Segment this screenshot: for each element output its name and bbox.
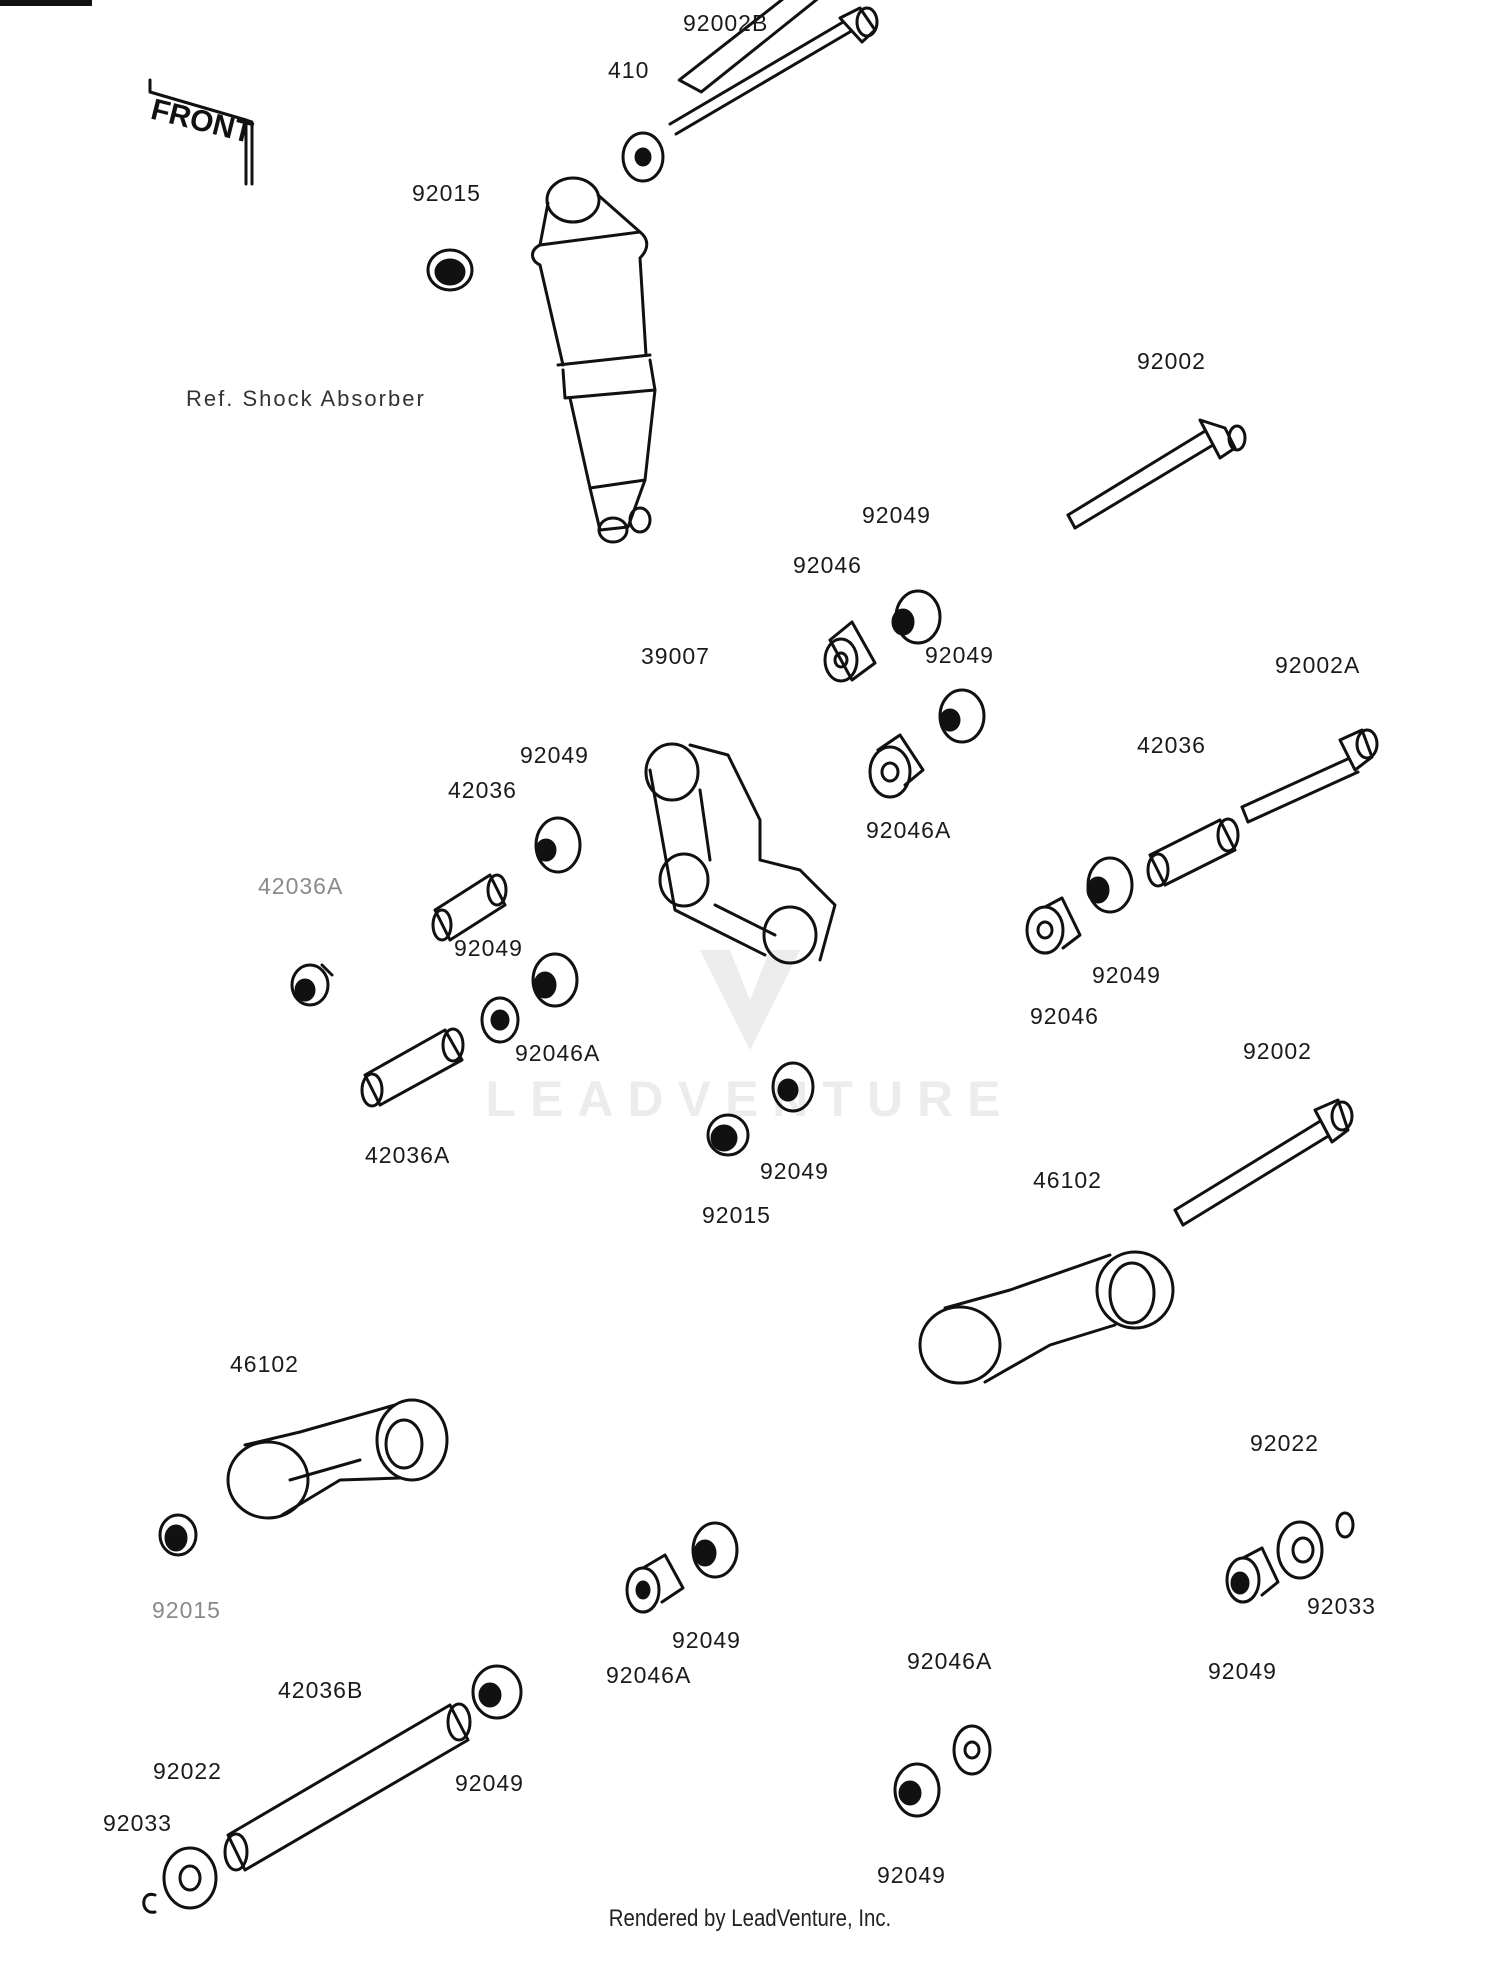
label-39007: 39007 xyxy=(641,643,710,669)
label-42036B: 42036B xyxy=(278,1677,364,1703)
washer-410 xyxy=(621,131,665,183)
nut-92015-top xyxy=(426,248,474,292)
bolt-92002B xyxy=(668,0,879,136)
bolt-92002-upper xyxy=(1066,418,1247,530)
label-42036-right: 42036 xyxy=(1137,732,1206,758)
label-92046A-b: 92046A xyxy=(515,1040,601,1066)
label-92002B: 92002B xyxy=(683,10,769,36)
washer-bottom-left xyxy=(142,1846,218,1914)
label-92049-j: 92049 xyxy=(877,1862,946,1888)
tie-rod-46102-right xyxy=(918,1250,1175,1385)
nut-92015-bottom xyxy=(158,1513,198,1557)
label-92046A-a: 92046A xyxy=(866,817,952,843)
label-92015-top: 92015 xyxy=(412,180,481,206)
watermark-text: LEADVENTURE xyxy=(485,1071,1015,1127)
label-92002A: 92002A xyxy=(1275,652,1361,678)
bushings-right-mid xyxy=(1025,856,1134,955)
washer-42036B-end xyxy=(471,1664,523,1720)
label-92033-left: 92033 xyxy=(103,1810,172,1836)
collar-42036-right xyxy=(1146,817,1240,888)
link-39007 xyxy=(644,742,837,965)
label-92049-c: 92049 xyxy=(520,742,589,768)
bolt-92002A xyxy=(1240,728,1379,824)
label-46102-left: 46102 xyxy=(230,1351,299,1377)
bushings-left xyxy=(480,816,582,1044)
nut-92015-mid xyxy=(706,1061,815,1157)
collar-42036B xyxy=(223,1702,472,1872)
washers-bottom-right xyxy=(1225,1511,1355,1604)
label-42036A-top: 42036A xyxy=(258,873,344,899)
bushings-upper xyxy=(823,589,986,799)
label-92002-mid: 92002 xyxy=(1243,1038,1312,1064)
label-410: 410 xyxy=(608,57,650,83)
label-92022-left: 92022 xyxy=(153,1758,222,1784)
shock-absorber-caption: Ref. Shock Absorber xyxy=(186,386,426,411)
label-92049-g: 92049 xyxy=(672,1627,741,1653)
label-92046A-c: 92046A xyxy=(907,1648,993,1674)
label-92046-a: 92046 xyxy=(793,552,862,578)
shock-absorber xyxy=(531,176,657,544)
label-42036-left: 42036 xyxy=(448,777,517,803)
label-92046A-d: 92046A xyxy=(606,1662,692,1688)
label-46102-right: 46102 xyxy=(1033,1167,1102,1193)
collar-42036-left xyxy=(431,873,508,942)
label-92046-b: 92046 xyxy=(1030,1003,1099,1029)
label-92049-i: 92049 xyxy=(455,1770,524,1796)
front-direction-tag xyxy=(148,78,254,186)
label-92002-top: 92002 xyxy=(1137,348,1206,374)
bolt-92002-mid xyxy=(1173,1098,1354,1227)
label-92049-f: 92049 xyxy=(760,1158,829,1184)
snap-ring-left xyxy=(290,963,334,1007)
bushings-bottom-middle xyxy=(625,1521,739,1614)
bushings-bottom-center xyxy=(893,1724,992,1818)
label-92049-e: 92049 xyxy=(1092,962,1161,988)
label-92033-right: 92033 xyxy=(1307,1593,1376,1619)
label-92049-b: 92049 xyxy=(925,642,994,668)
footer-credit: Rendered by LeadVenture, Inc. xyxy=(608,1905,892,1932)
label-92022-right: 92022 xyxy=(1250,1430,1319,1456)
label-92049-h: 92049 xyxy=(1208,1658,1277,1684)
corner-mark xyxy=(0,0,92,6)
label-92015-bottom: 92015 xyxy=(152,1597,221,1623)
label-92049-a: 92049 xyxy=(862,502,931,528)
label-42036A-bot: 42036A xyxy=(365,1142,451,1168)
collar-42036A-left xyxy=(360,1027,465,1108)
label-92049-d: 92049 xyxy=(454,935,523,961)
watermark-logo xyxy=(700,950,800,1050)
tie-rod-46102-left xyxy=(226,1398,449,1520)
label-92015-mid: 92015 xyxy=(702,1202,771,1228)
